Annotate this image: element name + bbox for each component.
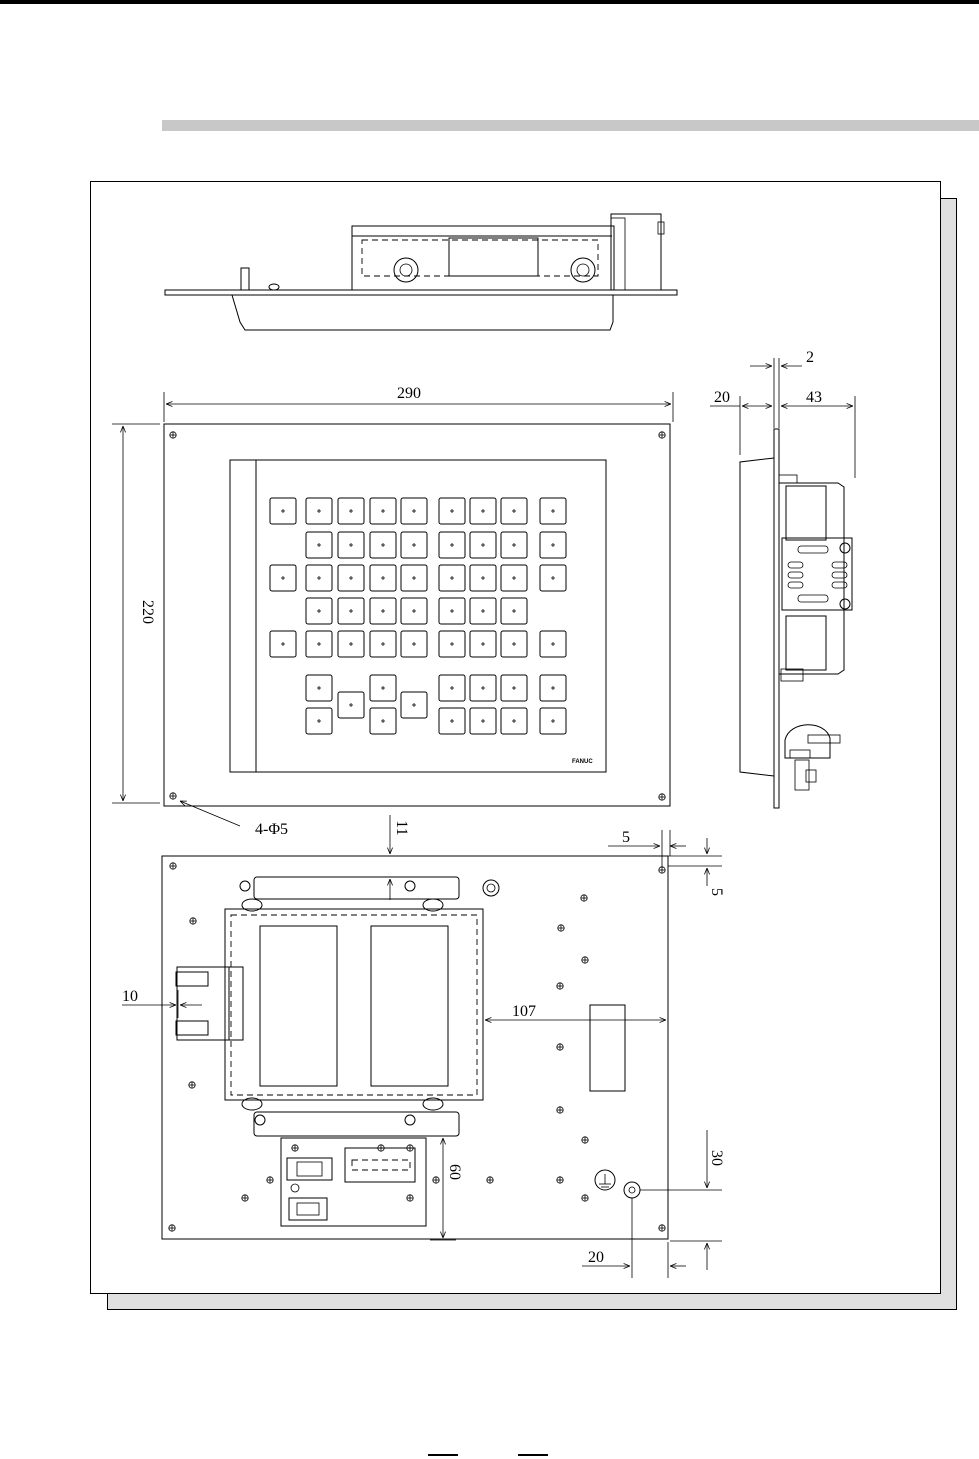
side-view	[740, 429, 852, 808]
keypad-key	[370, 498, 396, 524]
keypad-key	[401, 692, 427, 718]
keypad-key	[501, 631, 527, 657]
keypad-key	[501, 598, 527, 624]
dim-plate-thickness: 2	[806, 349, 814, 366]
dim-width: 290	[397, 385, 421, 402]
dim-holes: 4-Φ5	[255, 821, 288, 838]
keypad-key	[306, 498, 332, 524]
dim-front-depth: 20	[714, 389, 730, 406]
keypad	[270, 498, 566, 734]
keypad-key	[270, 498, 296, 524]
keypad-key	[439, 675, 465, 701]
keypad-key	[540, 708, 566, 734]
keypad-key	[338, 532, 364, 558]
keypad-key	[470, 631, 496, 657]
keypad-key	[470, 498, 496, 524]
dim-hole-offset-y: 5	[708, 888, 725, 896]
keypad-key	[470, 708, 496, 734]
dim-unit-to-edge: 107	[512, 1003, 536, 1020]
rear-screw-holes	[189, 895, 588, 1201]
mounting-hole-icon	[659, 794, 665, 800]
keypad-key	[501, 565, 527, 591]
keypad-key	[540, 532, 566, 558]
rear-view	[162, 856, 668, 1239]
dim-rear-depth: 43	[806, 389, 822, 406]
keypad-key	[540, 631, 566, 657]
keypad-key	[401, 631, 427, 657]
keypad-key	[370, 532, 396, 558]
keypad-key	[270, 565, 296, 591]
keypad-key	[370, 708, 396, 734]
keypad-key	[540, 565, 566, 591]
keypad-key	[338, 692, 364, 718]
keypad-key	[540, 675, 566, 701]
keypad-key	[370, 598, 396, 624]
keypad-key	[338, 565, 364, 591]
keypad-key	[470, 532, 496, 558]
brand-logo: FANUC	[572, 759, 593, 765]
dim-top-gap: 11	[393, 820, 410, 835]
keypad-key	[501, 675, 527, 701]
keypad-key	[370, 631, 396, 657]
keypad-key	[540, 498, 566, 524]
keypad-key	[439, 631, 465, 657]
front-dimensions: 290 220 4-Φ5	[112, 385, 673, 838]
dim-hole-offset-x: 5	[622, 829, 630, 846]
keypad-key	[338, 631, 364, 657]
keypad-key	[439, 708, 465, 734]
dim-bottom-clearance: 60	[446, 1164, 463, 1180]
side-dimensions: 2 20 43	[710, 349, 855, 478]
keypad-key	[306, 565, 332, 591]
mounting-hole-icon	[659, 432, 665, 438]
keypad-key	[439, 532, 465, 558]
keypad-key	[370, 675, 396, 701]
dim-ground-x: 20	[588, 1249, 604, 1266]
keypad-key	[439, 598, 465, 624]
mounting-hole-icon	[170, 793, 176, 799]
dim-ground-y: 30	[708, 1150, 725, 1166]
keypad-key	[270, 631, 296, 657]
keypad-key	[306, 631, 332, 657]
dim-connector-protrusion: 10	[122, 988, 138, 1005]
keypad-key	[501, 708, 527, 734]
dim-height: 220	[139, 600, 156, 624]
keypad-key	[370, 565, 396, 591]
keypad-key	[401, 598, 427, 624]
keypad-key	[401, 498, 427, 524]
front-view: FANUC	[164, 424, 670, 806]
keypad-key	[338, 598, 364, 624]
keypad-key	[306, 675, 332, 701]
top-view	[165, 214, 677, 330]
keypad-key	[470, 598, 496, 624]
keypad-key	[439, 498, 465, 524]
mounting-hole-icon	[170, 432, 176, 438]
keypad-key	[401, 532, 427, 558]
keypad-key	[306, 598, 332, 624]
keypad-key	[306, 708, 332, 734]
keypad-key	[470, 675, 496, 701]
keypad-key	[501, 498, 527, 524]
rear-dimensions: 11 5 5 10 107 60 30 20	[122, 815, 725, 1278]
keypad-key	[338, 498, 364, 524]
keypad-key	[439, 565, 465, 591]
keypad-key	[501, 532, 527, 558]
keypad-key	[306, 532, 332, 558]
keypad-key	[470, 565, 496, 591]
keypad-key	[401, 565, 427, 591]
